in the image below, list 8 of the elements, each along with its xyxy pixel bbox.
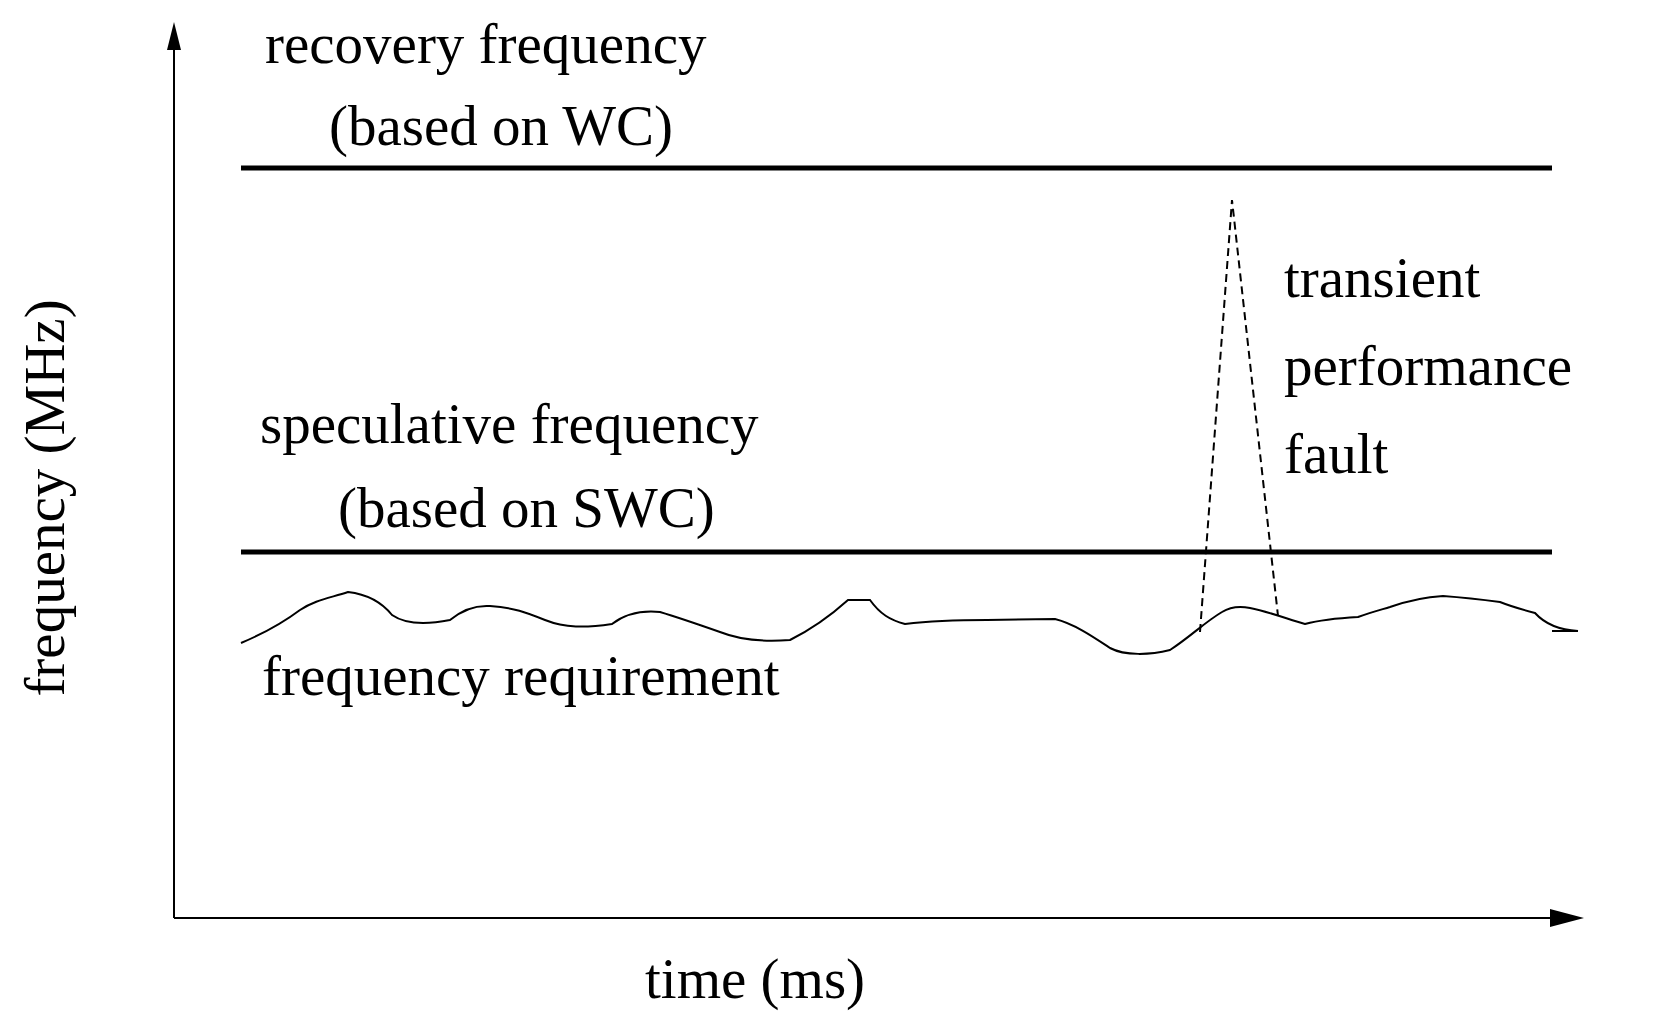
- axis-label: frequency (MHz): [12, 299, 77, 697]
- line-label: frequency requirement: [262, 643, 780, 709]
- line-label: speculative frequency: [260, 391, 759, 457]
- line-label: (based on SWC): [338, 475, 715, 541]
- line-label: recovery frequency: [265, 11, 707, 77]
- line-label: (based on WC): [329, 93, 674, 159]
- axis-label: time (ms): [645, 946, 866, 1012]
- line-label: transient performance fault: [1284, 245, 1573, 487]
